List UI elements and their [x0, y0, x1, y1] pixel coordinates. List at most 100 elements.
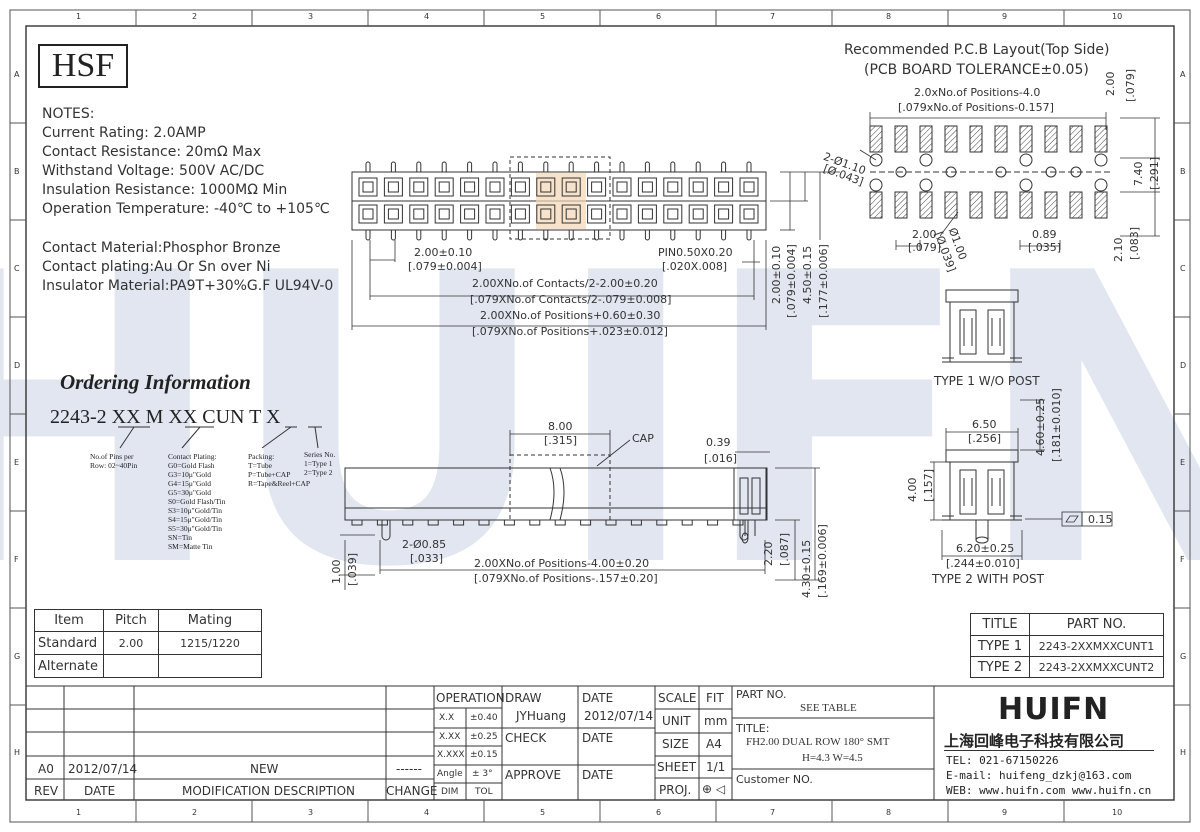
ordering-code: 2243-2 XX M XX CUN T X	[50, 406, 280, 429]
side-dim-cap-in: [.315]	[544, 434, 578, 447]
pcb-pad-top	[894, 125, 908, 153]
contact-cell	[637, 204, 657, 224]
part-table: TITLE PART NO. TYPE 1 2243-2XXMXXCUNT1 T…	[970, 613, 1164, 678]
pcb-pad-top	[1069, 125, 1083, 153]
contact-cell-inner	[718, 181, 730, 193]
side-dim-positions: 2.00XNo.of Positions-4.00±0.20	[474, 557, 650, 570]
pin-top	[746, 161, 752, 172]
title-line-2: H=4.3 W=4.5	[802, 752, 863, 764]
see-table: SEE TABLE	[800, 702, 857, 714]
contact-cell	[485, 177, 505, 197]
pcb-dim-pitch-in: [.079]	[908, 241, 942, 254]
contact-cell-inner	[514, 181, 526, 193]
contact-cell-inner	[565, 208, 577, 220]
solder-tail	[707, 519, 719, 526]
pin-bottom	[365, 230, 371, 241]
plating-item: G4=15μ"Gold	[168, 479, 211, 488]
contact-cell-inner	[540, 208, 552, 220]
contact-cell-inner	[362, 208, 374, 220]
grid-col-5: 5	[540, 12, 546, 21]
date-header: DATE	[84, 784, 116, 798]
contact-cell	[510, 204, 530, 224]
plating-item: S0=Gold Flash/Tin	[168, 497, 226, 506]
pcb-post-hole	[869, 153, 883, 167]
contact-cell-inner	[591, 208, 603, 220]
mating-alternate-pitch	[103, 654, 159, 678]
code-pins: XX	[111, 406, 141, 428]
draw-date: 2012/07/14	[584, 709, 654, 723]
contact-cell-inner	[387, 208, 399, 220]
contact-cell-inner	[692, 208, 704, 220]
grid-col-8: 8	[886, 12, 892, 21]
top-dim-positions: 2.00XNo.of Positions+0.60±0.30	[480, 309, 661, 322]
packing-item: R=Tape&Reel+CAP	[248, 479, 311, 488]
contact-cell-inner	[565, 181, 577, 193]
solder-tail	[605, 519, 617, 526]
contact-cell-inner	[641, 181, 653, 193]
contact-cell	[739, 204, 759, 224]
watermark: HUIFN	[0, 190, 1200, 655]
pin-bottom	[594, 230, 600, 241]
size-label: SIZE	[662, 737, 689, 751]
ordering-title: Ordering Information	[60, 370, 251, 394]
plating-item: G5=30μ"Gold	[168, 488, 211, 497]
plating-item: G3=10μ"Gold	[168, 470, 211, 479]
contact-cell	[561, 177, 581, 197]
grid-row-c-right: C	[1180, 264, 1186, 273]
approve-label: APPROVE	[505, 768, 562, 782]
mating-standard-pitch: 2.00	[103, 631, 159, 655]
solder-tail	[630, 519, 642, 526]
pcb-pad-bottom	[994, 191, 1008, 219]
top-dim-pitch: 2.00±0.10	[414, 246, 473, 259]
top-dim-positions-in: [.079XNo.of Positions+.023±0.012]	[472, 325, 668, 338]
pcb-pad-bottom	[869, 191, 883, 219]
grid-row-c: C	[14, 264, 20, 273]
projection-icon: ⊕ ◁	[702, 782, 726, 796]
grid-col-10: 10	[1112, 12, 1123, 21]
grid-col-5-bottom: 5	[540, 808, 546, 817]
company-name-cn: 上海回峰电子科技有限公司	[944, 733, 1125, 750]
grid-row-a-right: A	[1180, 70, 1186, 79]
grid-row-h: H	[14, 748, 21, 757]
mating-table: Item Pitch Mating Standard 2.00 1215/122…	[34, 609, 262, 678]
plating-item: G0=Gold Flash	[168, 461, 215, 470]
side-dim-0-39-in: [.016]	[704, 452, 738, 465]
draw-label: DRAW	[505, 691, 542, 705]
tol-xxxx-label: X.XXX	[437, 750, 465, 760]
pcb-pad-top	[969, 125, 983, 153]
grid-col-1: 1	[76, 12, 82, 21]
pin-bottom	[746, 230, 752, 241]
mating-row-alternate: Alternate	[34, 654, 104, 678]
tol-xxxx-value: ±0.15	[470, 750, 498, 760]
contact-cell	[714, 177, 734, 197]
pcb-pad-bottom	[969, 191, 983, 219]
contact-cell	[612, 177, 632, 197]
grid-col-3: 3	[308, 12, 314, 21]
title-label: TITLE:	[736, 722, 770, 735]
side-dim-positions-in: [.079XNo.of Positions-.157±0.20]	[474, 572, 658, 585]
grid-row-f: F	[14, 555, 19, 564]
pcb-pad-top	[919, 125, 933, 153]
change-header: CHANGE	[386, 784, 438, 798]
notes-title: NOTES:	[42, 106, 95, 122]
company-divider	[944, 750, 1154, 751]
grid-col-4: 4	[424, 12, 430, 21]
pcb-pad-top	[994, 125, 1008, 153]
type2-dim-foot: 6.20±0.25	[956, 542, 1015, 555]
pcb-tolerance: (PCB BOARD TOLERANCE±0.05)	[864, 62, 1089, 78]
contact-cell-inner	[743, 208, 755, 220]
pin-bottom	[492, 230, 498, 241]
note-contact-material: Contact Material:Phosphor Bronze	[42, 240, 281, 256]
contact-cell	[663, 177, 683, 197]
pcb-pad-top	[869, 125, 883, 153]
pin-top	[441, 161, 447, 172]
pcb-post-hole	[1094, 178, 1108, 192]
contact-cell	[663, 204, 683, 224]
contact-cell	[460, 204, 480, 224]
series-title: Series No.	[304, 450, 336, 459]
pin-bottom	[517, 230, 523, 241]
contact-cell	[434, 177, 454, 197]
pin-top	[619, 161, 625, 172]
contact-cell	[536, 204, 556, 224]
type2-flatness: 0.15	[1088, 513, 1113, 526]
